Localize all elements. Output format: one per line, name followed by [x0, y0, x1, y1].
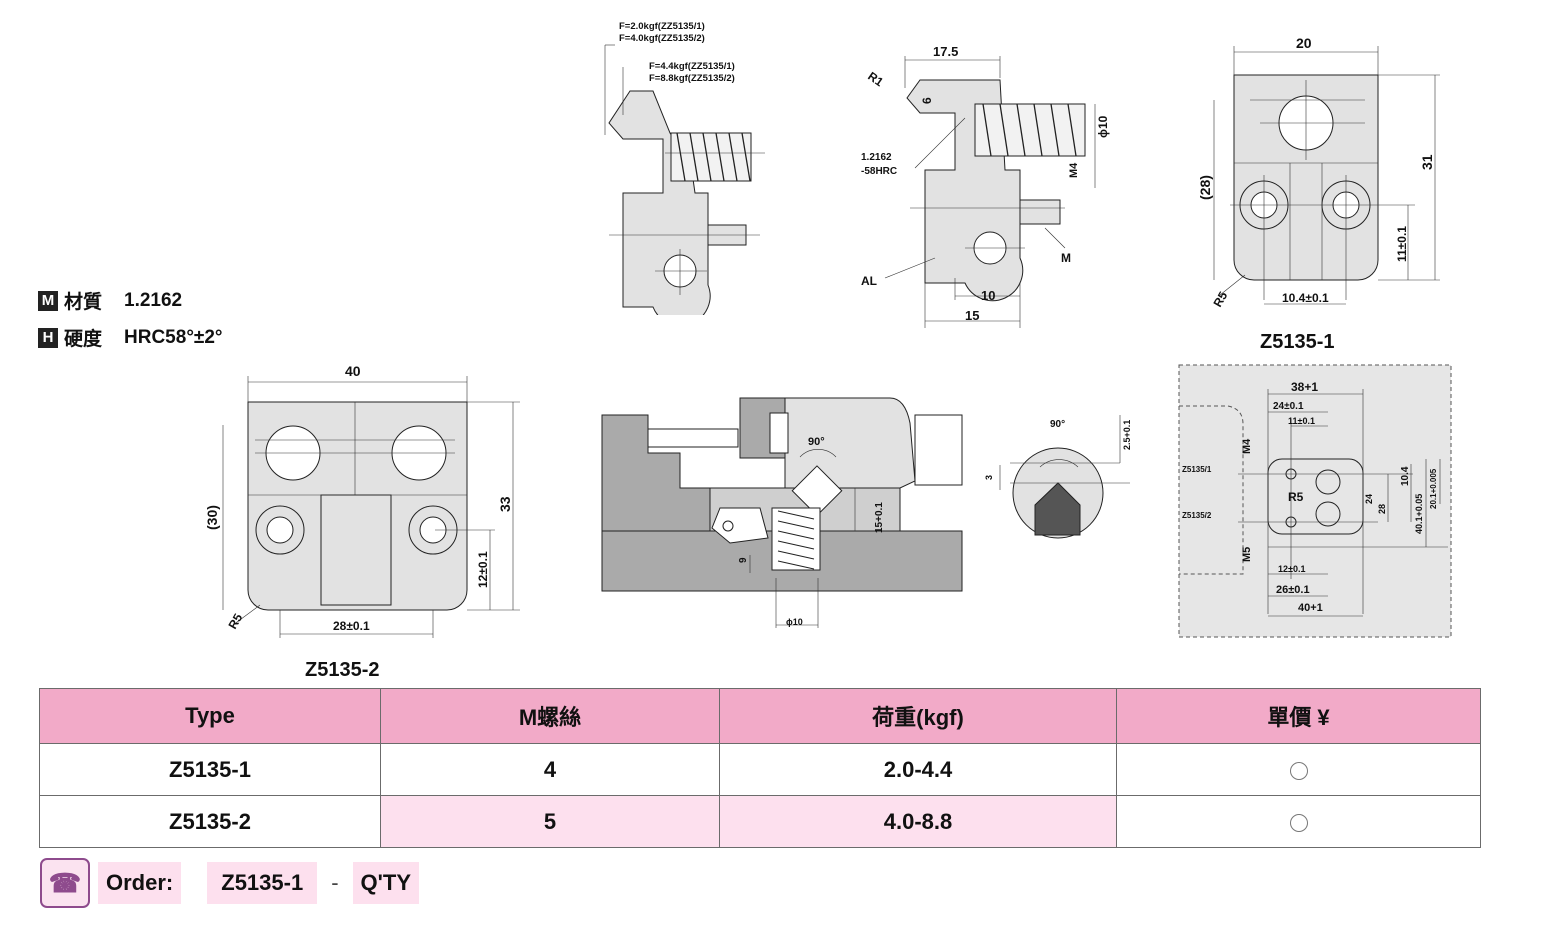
material-row: M 材質 1.2162: [38, 287, 182, 314]
al-label: AL: [861, 274, 877, 288]
dim-10-4-tol: 10.4±0.1: [1282, 291, 1329, 305]
header-price: 單價 ¥: [1116, 688, 1481, 744]
assembly-dim-15: 15+0.1: [874, 502, 885, 533]
z5135-1-drawing: 20 (28) 31 11±0.1 10.4±0.1 R5: [1197, 35, 1440, 310]
force-label-2b: F=8.8kgf(ZZ5135/2): [649, 73, 735, 84]
dim-15: 15: [965, 308, 979, 323]
material-note-1: 1.2162: [861, 152, 892, 163]
layout-dim-26: 26±0.1: [1276, 584, 1310, 596]
table-header-row: Type M螺絲 荷重(kgf) 單價 ¥: [39, 688, 1481, 744]
dim-11-tol: 11±0.1: [1395, 226, 1409, 262]
cell-price: [1116, 743, 1481, 796]
layout-m5: M5: [1241, 547, 1253, 562]
force-label-2a: F=4.4kgf(ZZ5135/1): [649, 61, 735, 72]
z5135-2-drawing: 40 (30) 33 12±0.1 28±0.1 R5: [204, 363, 520, 638]
assembly-drawing: 90° 15+0.1 9 ϕ10: [601, 397, 963, 628]
cell-type: Z5135-1: [39, 743, 381, 796]
cell-price: [1116, 795, 1481, 848]
material-label: 材質: [64, 292, 103, 313]
layout-dim-11: 11±0.1: [1288, 416, 1315, 426]
r5-label-2: R5: [225, 611, 245, 632]
spec-table: Type M螺絲 荷重(kgf) 單價 ¥ Z5135-1 4 2.0-4.4 …: [39, 688, 1481, 848]
layout-dim-24: 24±0.1: [1273, 401, 1304, 412]
mounting-layout-drawing: 38+1 24±0.1 11±0.1 M4 Z5135/1 Z5135/2 R5…: [1178, 364, 1452, 638]
hardness-icon: H: [38, 327, 58, 348]
side-view-drawing: F=2.0kgf(ZZ5135/1) F=4.0kgf(ZZ5135/2) F=…: [604, 21, 765, 315]
force-label-1b: F=4.0kgf(ZZ5135/2): [619, 33, 705, 44]
hardness-row: H 硬度 HRC58°±2°: [38, 324, 223, 351]
phi10-label: ϕ10: [1096, 115, 1110, 138]
dim-10: 10: [981, 288, 995, 303]
layout-dim-24-v: 24: [1364, 494, 1374, 504]
header-load: 荷重(kgf): [719, 688, 1117, 744]
layout-m4: M4: [1241, 438, 1253, 454]
price-circle-icon: [1289, 813, 1308, 832]
order-code: Z5135-1: [207, 862, 318, 904]
table-row: Z5135-2 5 4.0-8.8: [39, 795, 1481, 848]
z5135-2-caption: Z5135-2: [305, 659, 380, 681]
header-type: Type: [39, 688, 381, 744]
dim-40: 40: [345, 363, 361, 379]
material-icon: M: [38, 290, 58, 311]
force-label-1a: F=2.0kgf(ZZ5135/1): [619, 21, 705, 32]
r1-label: R1: [865, 69, 886, 89]
dim-12-tol: 12±0.1: [476, 551, 490, 588]
dim-30-ref: (30): [204, 505, 220, 530]
cell-m: 5: [380, 795, 720, 848]
header-m-screw: M螺絲: [380, 688, 720, 744]
hardness-value: HRC58°±2°: [124, 326, 223, 348]
layout-dim-40: 40+1: [1298, 602, 1323, 614]
tip-angle: 90°: [1050, 419, 1065, 430]
detail-view-drawing: 17.5 R1 6 ϕ10 M4 1.2162 -58HRC M AL 10 1…: [861, 44, 1110, 328]
tip-detail-drawing: 90° 2.5+0.1 3: [984, 415, 1132, 539]
phone-icon: ☎: [40, 858, 90, 908]
material-value: 1.2162: [124, 289, 183, 311]
order-separator: -: [331, 870, 339, 895]
dim-17-5: 17.5: [933, 44, 958, 59]
dim-28-ref: (28): [1197, 175, 1213, 200]
cell-m: 4: [380, 743, 720, 796]
layout-dim-10-4: 10.4: [1400, 466, 1411, 486]
material-note-2: -58HRC: [861, 166, 897, 177]
assembly-phi10: ϕ10: [786, 617, 803, 627]
layout-dim-12: 12±0.1: [1278, 564, 1305, 574]
dim-20: 20: [1296, 35, 1312, 51]
order-qty: Q'TY: [352, 862, 419, 904]
hardness-label: 硬度: [64, 329, 103, 350]
dim-28-tol: 28±0.1: [333, 619, 370, 633]
dim-31: 31: [1419, 154, 1435, 170]
m-label: M: [1061, 251, 1071, 265]
layout-dim-28-v: 28: [1377, 504, 1387, 514]
table-row: Z5135-1 4 2.0-4.4: [39, 743, 1481, 796]
price-circle-icon: [1289, 761, 1308, 780]
layout-z1: Z5135/1: [1182, 465, 1212, 474]
assembly-angle: 90°: [808, 436, 825, 448]
cell-type: Z5135-2: [39, 795, 381, 848]
assembly-dim-9: 9: [738, 557, 749, 563]
m4-label: M4: [1068, 162, 1080, 178]
z5135-1-caption: Z5135-1: [1260, 331, 1335, 353]
order-line: ☎ Order: Z5135-1 - Q'TY: [40, 858, 419, 908]
cell-load: 4.0-8.8: [719, 795, 1117, 848]
tip-dim-2-5: 2.5+0.1: [1122, 420, 1132, 450]
layout-dim-20-1: 20.1+0.005: [1429, 468, 1438, 509]
dim-33: 33: [497, 496, 513, 512]
layout-z2: Z5135/2: [1182, 511, 1212, 520]
layout-dim-38: 38+1: [1291, 380, 1318, 394]
tip-dim-3: 3: [984, 475, 994, 480]
layout-r5: R5: [1288, 490, 1304, 504]
dim-6: 6: [920, 97, 934, 104]
cell-load: 2.0-4.4: [719, 743, 1117, 796]
layout-dim-40-1: 40.1+0.05: [1414, 494, 1424, 534]
order-label: Order:: [98, 862, 182, 904]
r5-label: R5: [1210, 289, 1230, 310]
